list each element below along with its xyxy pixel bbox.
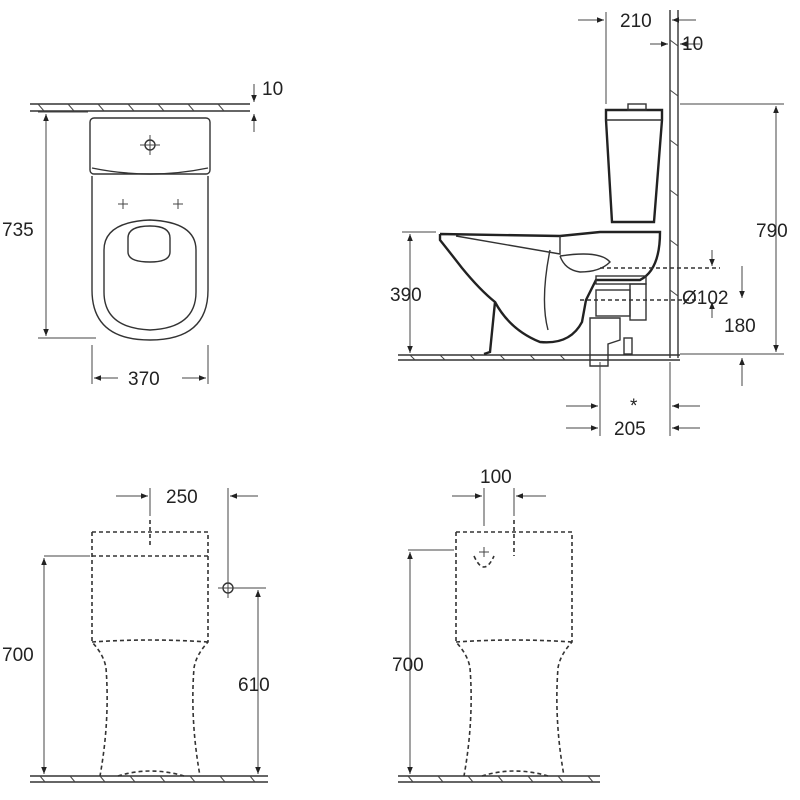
outlet-pipe (589, 275, 647, 367)
depth-label: 735 (2, 220, 34, 241)
cistern-depth-label: 210 (620, 11, 652, 32)
flush-button-icon (140, 135, 160, 155)
outlet-height-label: 180 (724, 316, 756, 337)
side-wall-gap-label: 10 (682, 34, 703, 55)
front-view-alt: 700 100 (392, 467, 600, 783)
supply-offset-label: 250 (166, 487, 198, 508)
alt-supply-offset-label: 100 (480, 467, 512, 488)
bowl-outline (91, 176, 209, 341)
front-height-label: 700 (2, 645, 34, 666)
outlet-offset-label: 205 (614, 419, 646, 440)
bowl-side (438, 230, 662, 356)
cistern-side (604, 108, 664, 224)
seat-hinge-icon (118, 199, 183, 209)
side-view: 210 10 790 390 Ø102 180 * 205 (390, 10, 788, 440)
note-mark: * (630, 396, 638, 417)
wall-hatch (30, 103, 250, 112)
top-view: 735 370 10 (2, 79, 283, 390)
alt-height-label: 700 (392, 655, 424, 676)
alt-front-outline (455, 531, 573, 777)
front-outline (91, 531, 209, 777)
top-wall-gap-label: 10 (262, 79, 283, 100)
seat-lid-outline (127, 225, 171, 263)
total-height-label: 790 (756, 221, 788, 242)
alt-water-supply-icon (473, 547, 495, 568)
outlet-diameter-label: Ø102 (682, 288, 728, 309)
front-view: 700 250 610 (2, 487, 270, 783)
width-label: 370 (128, 369, 160, 390)
seat-height-label: 390 (390, 285, 422, 306)
supply-height-label: 610 (238, 675, 270, 696)
seat-outline (103, 219, 197, 331)
